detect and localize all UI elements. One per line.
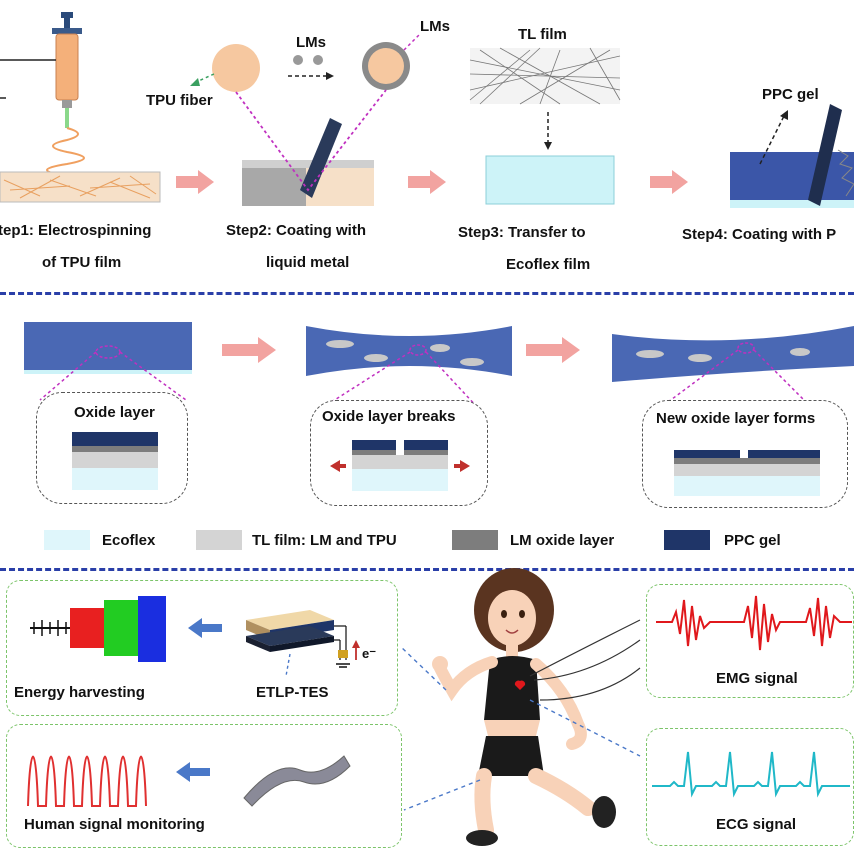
oxide-layer-label: Oxide layer (74, 404, 155, 421)
tpu-fiber-circle (212, 44, 260, 92)
syringe-icon (0, 12, 82, 128)
emg-waveform (656, 595, 852, 651)
section-separator-2 (0, 568, 854, 571)
coating-blade (300, 118, 342, 198)
process-arrows (176, 170, 688, 194)
step4-substrate (730, 152, 854, 208)
energy-harvesting-label: Energy harvesting (14, 684, 145, 701)
step3-line1: Step3: Transfer to (458, 224, 586, 241)
legend-label-ecoflex: Ecoflex (102, 532, 156, 549)
stretch-arrows (222, 337, 580, 363)
human-signal-waveform (27, 755, 147, 807)
step2-line2: liquid metal (266, 254, 350, 271)
lms-top-label: LMs (296, 34, 326, 51)
legend-label-tl-film: TL film: LM and TPU (252, 532, 397, 549)
section-separator-1 (0, 292, 854, 295)
stack-unstretched (72, 432, 158, 490)
ecg-label: ECG signal (716, 816, 797, 833)
energy-waveform (30, 596, 166, 662)
step2-line1: Step2: Coating with (226, 222, 366, 239)
legend-swatch-ppc (664, 530, 710, 550)
human-monitoring-label: Human signal monitoring (24, 816, 205, 833)
step4-blade (808, 104, 842, 206)
stack-breaks (352, 440, 448, 491)
mechanism-graphics (24, 322, 854, 409)
legend-swatch-lm-oxide (452, 530, 498, 550)
ppc-gel-label: PPC gel (762, 86, 819, 103)
tpu-mat-fibers (3, 175, 157, 199)
panel-human-monitoring (6, 724, 402, 848)
sensor-film (243, 755, 351, 807)
legend-label-ppc: PPC gel (724, 532, 781, 549)
runner-figure (432, 568, 641, 846)
new-oxide-label: New oxide layer forms (656, 410, 816, 427)
etlp-tes-label: ETLP-TES (256, 684, 329, 701)
fabrication-graphics (0, 12, 854, 208)
ecoflex-film (485, 155, 615, 205)
legend-swatch-ecoflex (44, 530, 90, 550)
step2-substrate (242, 160, 374, 168)
lms-coated-label: LMs (420, 18, 450, 35)
tl-film-label: TL film (518, 26, 567, 43)
tl-film-mesh (469, 47, 621, 105)
step1-line1: Step1: Electrospinning (0, 222, 152, 239)
tpu-mat (0, 171, 161, 203)
arrow-left-1 (188, 618, 222, 638)
ecg-waveform (652, 751, 850, 798)
legend-label-lm-oxide: LM oxide layer (510, 532, 615, 549)
arrow-left-2 (176, 762, 210, 782)
tpu-fiber-label: TPU fiber (146, 92, 213, 109)
legend-swatch-tl-film (196, 530, 242, 550)
oxide-breaks-label: Oxide layer breaks (322, 408, 456, 425)
panel-energy-harvesting (6, 580, 398, 716)
step1-line2: of TPU film (42, 254, 122, 271)
film-stretched-1 (306, 326, 512, 376)
film-unstretched (24, 322, 192, 370)
lm-droplet (293, 55, 303, 65)
step4-line1: Step4: Coating with P (682, 226, 837, 243)
connectors (399, 645, 641, 811)
step3-line2: Ecoflex film (506, 256, 591, 273)
electron-label: e⁻ (362, 646, 377, 661)
etlp-tes-device (246, 610, 360, 677)
stack-new-oxide (674, 450, 820, 496)
lm-droplet (313, 55, 323, 65)
emg-label: EMG signal (716, 670, 798, 687)
